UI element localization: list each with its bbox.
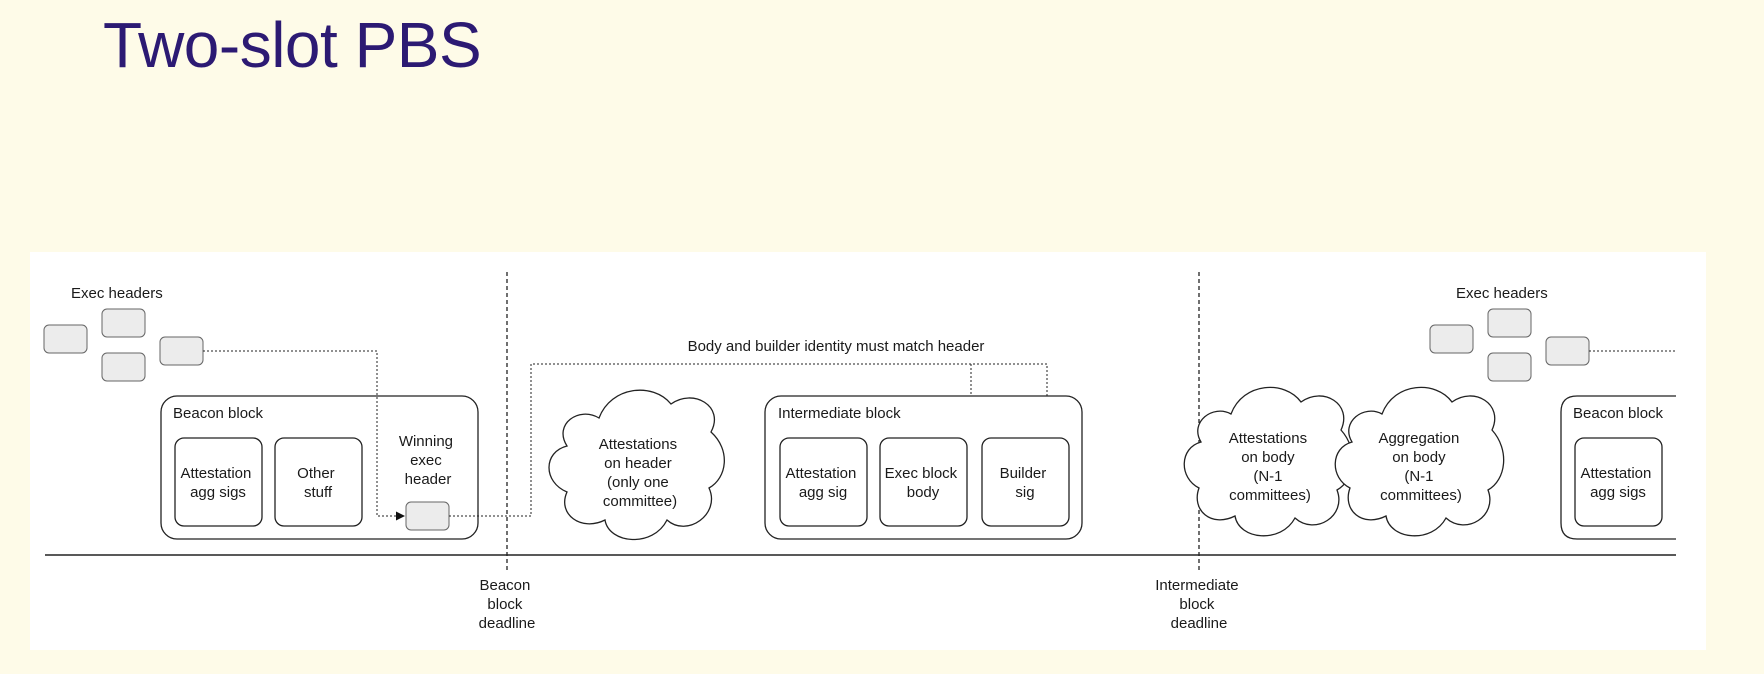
attestation-agg-sigs-label: Attestation agg sigs — [180, 465, 255, 501]
match-note: Body and builder identity must match hea… — [688, 338, 985, 355]
attestations-on-body-label: Attestations on body (N-1 committees) — [1229, 430, 1312, 504]
intermediate-attestation-label: Attestation agg sig — [785, 465, 860, 501]
winning-exec-header-chip — [405, 501, 450, 531]
exec-header-chip-selected — [159, 336, 204, 366]
attestations-on-header-cloud — [548, 389, 725, 541]
intermediate-deadline-label: Intermediate block deadline — [1155, 577, 1243, 632]
aggregation-on-body-cloud — [1334, 386, 1505, 537]
intermediate-block-title: Intermediate block — [778, 405, 901, 422]
builder-sig-box — [981, 437, 1070, 527]
winning-exec-header-label: Winning exec header — [399, 433, 457, 488]
exec-header-chip-selected — [1545, 336, 1590, 366]
exec-block-body-box — [879, 437, 968, 527]
exec-header-chip — [1429, 324, 1474, 354]
exec-headers-left-label: Exec headers — [71, 285, 163, 302]
other-stuff-box — [274, 437, 363, 527]
exec-header-chip — [43, 324, 88, 354]
beacon-deadline-label: Beacon block deadline — [479, 577, 536, 632]
intermediate-attestation-box — [779, 437, 868, 527]
beacon-block-left-title: Beacon block — [173, 405, 264, 422]
exec-header-chip — [1487, 308, 1532, 338]
attestation-agg-sigs-box — [174, 437, 263, 527]
attestations-on-header-label: Attestations on header (only one committ… — [599, 436, 682, 510]
exec-header-chip — [101, 352, 146, 382]
exec-header-chip — [101, 308, 146, 338]
exec-block-body-label: Exec block body — [885, 465, 962, 501]
exec-headers-right-label: Exec headers — [1456, 285, 1548, 302]
beacon-right-attestation-label: Attestation agg sigs — [1580, 465, 1655, 501]
exec-header-chip — [1487, 352, 1532, 382]
diagram-panel: Exec headers Beacon block Attestation ag… — [30, 252, 1706, 650]
builder-sig-label: Builder sig — [1000, 465, 1051, 501]
pbs-timeline-diagram: Exec headers Beacon block Attestation ag… — [43, 272, 1676, 632]
aggregation-on-body-label: Aggregation on body (N-1 committees) — [1378, 430, 1463, 504]
beacon-block-right-title: Beacon block — [1573, 405, 1664, 422]
header-selection-arrow — [203, 350, 405, 521]
slide-title: Two-slot PBS — [103, 9, 482, 81]
other-stuff-label: Other stuff — [297, 465, 339, 501]
header-match-arrow-builder — [449, 363, 1052, 517]
attestations-on-body-cloud — [1183, 386, 1354, 537]
beacon-right-attestation-box — [1574, 437, 1663, 527]
